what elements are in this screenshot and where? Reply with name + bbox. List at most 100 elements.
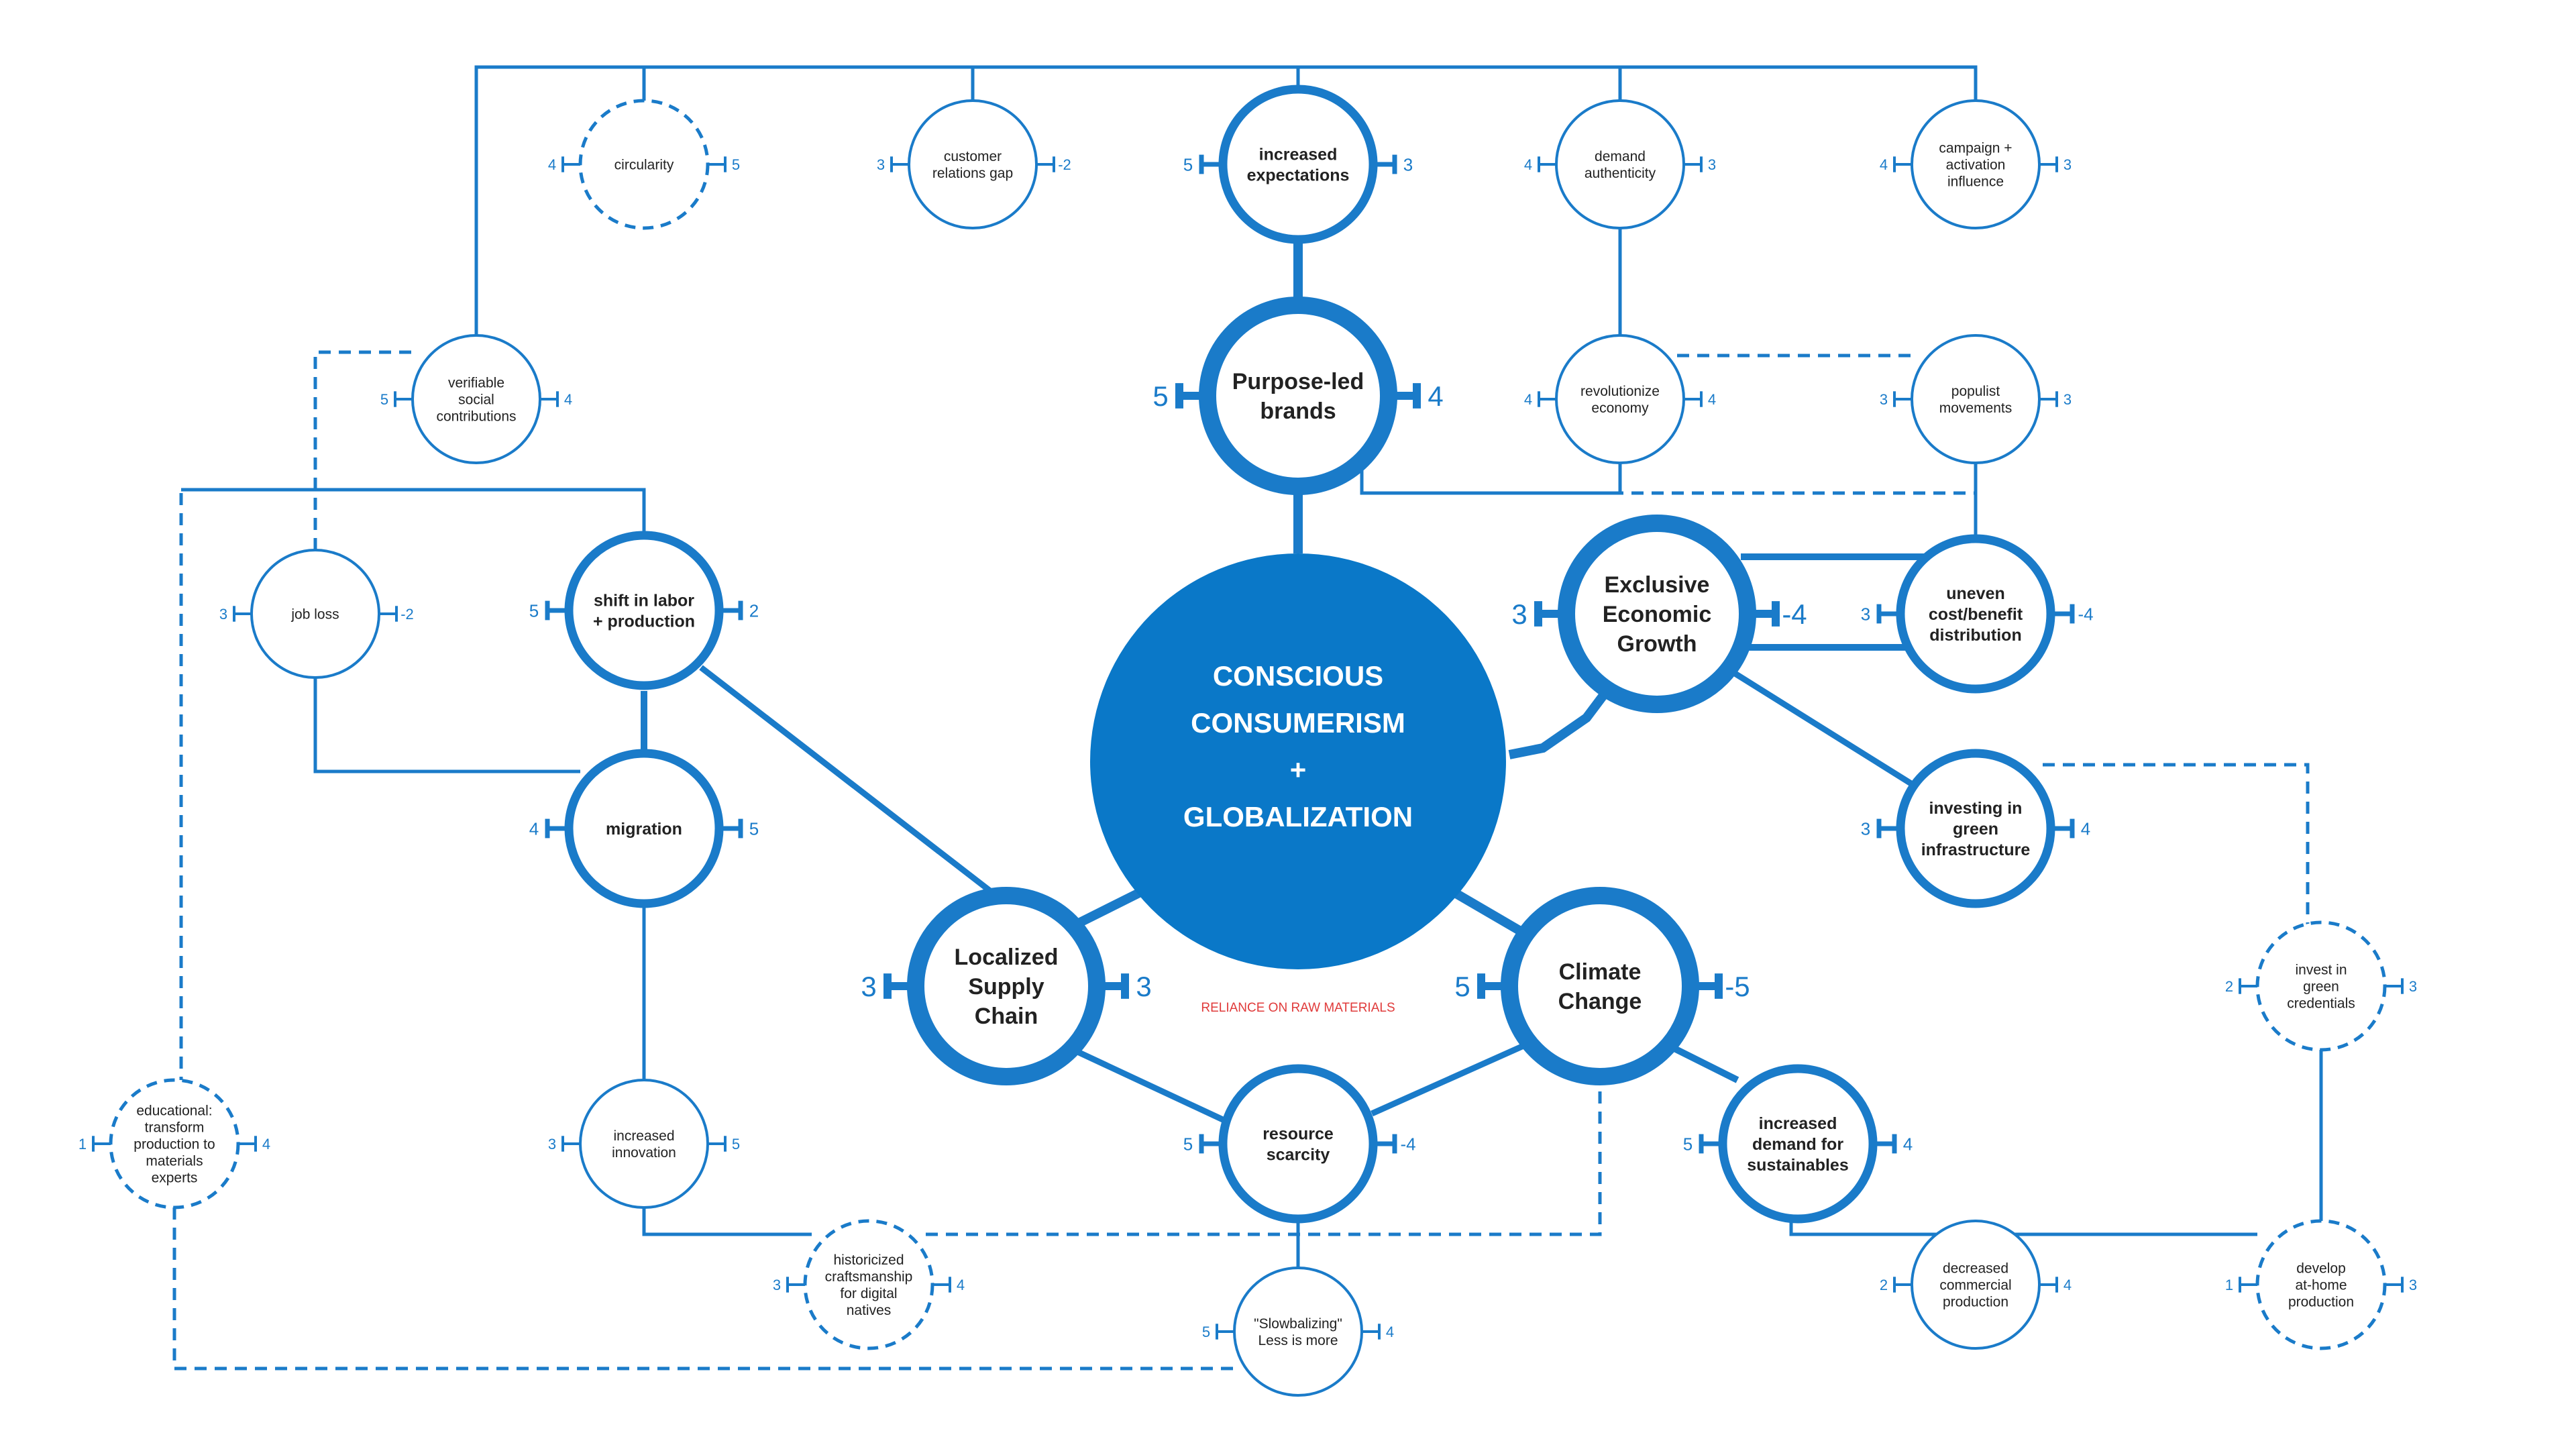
node-circle	[907, 887, 1106, 1085]
node-label-line: distribution	[1929, 626, 2021, 645]
node-circle	[2255, 920, 2387, 1052]
left-score: 5	[1454, 971, 1470, 1002]
node-label-line: experts	[152, 1170, 198, 1185]
node-circle	[1555, 99, 1685, 229]
left-score: 4	[529, 818, 539, 839]
node-circle	[579, 1079, 709, 1209]
connector	[313, 678, 580, 773]
right-score: 3	[2063, 391, 2072, 408]
node-label-line: job loss	[290, 606, 339, 622]
left-score: 4	[1880, 156, 1888, 173]
node-circle	[411, 334, 541, 464]
node-label-line: + production	[593, 612, 695, 631]
node-label-line: Growth	[1617, 631, 1697, 657]
center-line-4: GLOBALIZATION	[1183, 801, 1413, 833]
left-score: 5	[380, 391, 388, 408]
left-score: 3	[877, 156, 885, 173]
right-score: 3	[2409, 978, 2417, 995]
right-score: 2	[749, 600, 759, 621]
right-score: 4	[564, 391, 572, 408]
left-score: 3	[1511, 598, 1527, 630]
left-score: 3	[1861, 604, 1870, 624]
right-score: -4	[1782, 598, 1807, 630]
connector	[1789, 1221, 2257, 1236]
connector	[1360, 463, 1622, 495]
node-circle	[1233, 1267, 1363, 1397]
left-score: 5	[1202, 1324, 1210, 1340]
center-line-2: CONSUMERISM	[1191, 707, 1405, 739]
right-score: 5	[749, 818, 759, 839]
node-label-line: historicized	[833, 1252, 904, 1268]
node-label-line: revolutionize	[1580, 384, 1660, 399]
node-circle	[1911, 1220, 2041, 1350]
right-score: -4	[2078, 604, 2093, 624]
right-score: 3	[2409, 1277, 2417, 1293]
left-score: 3	[548, 1136, 556, 1152]
connector	[1729, 668, 1921, 791]
left-score: 3	[1861, 818, 1870, 839]
left-score: 3	[1880, 391, 1888, 408]
node-label-line: innovation	[612, 1145, 676, 1161]
node-label-line: production to	[133, 1136, 215, 1152]
node-label-line: increased	[1759, 1114, 1837, 1133]
node-label-line: Purpose-led	[1232, 369, 1364, 394]
node-label-line: authenticity	[1585, 166, 1656, 181]
node-label-line: demand for	[1752, 1135, 1843, 1154]
node-label-line: for digital	[840, 1286, 897, 1301]
center-node: CONSCIOUS CONSUMERISM + GLOBALIZATION	[1090, 553, 1506, 969]
dashed-connector	[926, 1053, 1602, 1236]
node-label-line: movements	[1939, 400, 2012, 416]
connector	[181, 488, 646, 550]
dashed-connector	[2043, 763, 2310, 926]
node-label-line: increased	[1259, 145, 1338, 164]
node-circle	[564, 749, 724, 908]
node-label-line: customer	[944, 149, 1002, 164]
node-label-line: uneven	[1946, 584, 2005, 603]
node-circle	[1218, 85, 1378, 244]
node-label-line: green	[2303, 979, 2339, 994]
connector-lines	[172, 65, 2323, 1371]
connector	[1371, 1040, 1531, 1117]
node-circle	[1896, 749, 2055, 908]
node-label-line: contributions	[436, 409, 516, 424]
node-label-line: invest in	[2295, 962, 2347, 977]
node-label-line: scarcity	[1267, 1145, 1330, 1164]
node-circle	[1718, 1064, 1878, 1224]
node-label-line: green	[1953, 820, 1998, 839]
right-score: -2	[400, 606, 414, 623]
node-label-line: circularity	[614, 157, 674, 172]
dashed-connector	[313, 350, 416, 550]
node-label-line: Climate	[1559, 959, 1642, 985]
node-label-line: Chain	[975, 1004, 1038, 1029]
node-label-line: shift in labor	[594, 591, 694, 610]
node-label-line: at-home	[2295, 1277, 2347, 1293]
right-score: 4	[1708, 391, 1716, 408]
node-label-line: decreased	[1943, 1260, 2008, 1276]
right-score: 4	[1903, 1134, 1913, 1154]
node-label-line: relations gap	[932, 166, 1013, 181]
node-label-line: infrastructure	[1921, 841, 2031, 859]
connector	[642, 1208, 812, 1236]
node-label-line: sustainables	[1747, 1156, 1848, 1175]
right-score: -5	[1725, 971, 1750, 1002]
left-score: 1	[78, 1136, 87, 1152]
node-circle	[578, 99, 710, 230]
left-score: 4	[1524, 391, 1532, 408]
node-label-line: migration	[606, 820, 682, 839]
center-circle	[1090, 553, 1506, 969]
node-circle	[1218, 1064, 1378, 1224]
left-score: 3	[861, 971, 876, 1002]
